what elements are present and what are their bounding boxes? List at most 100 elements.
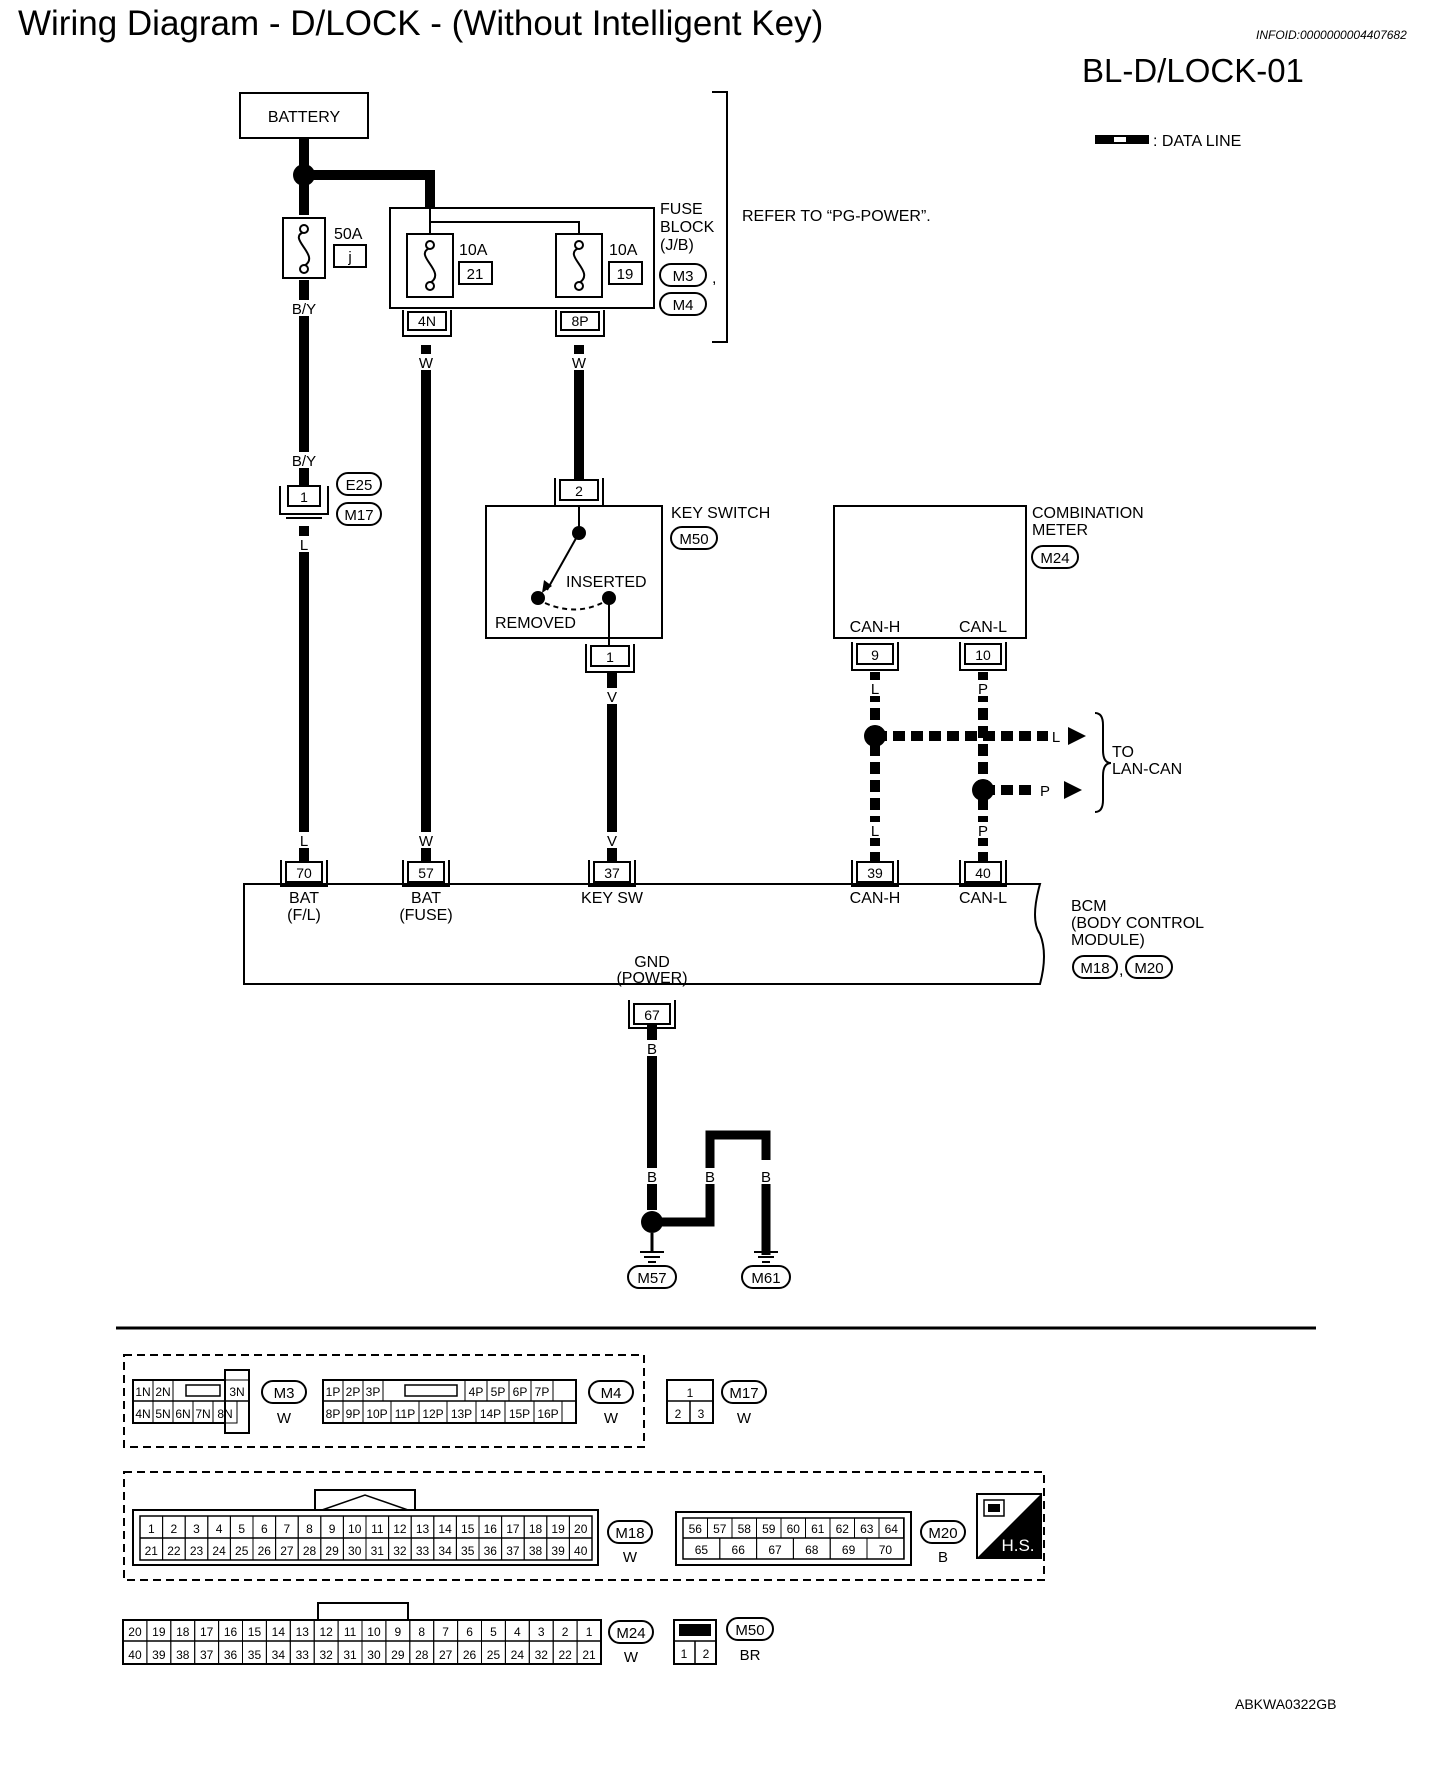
fuse-block: 10A 21 10A 19 FUSE BLOCK (J/B) M3 , M4 4… <box>389 91 931 343</box>
connector-pin-label: 29 <box>391 1648 405 1662</box>
connector-pin-label: 21 <box>582 1648 596 1662</box>
connector-pin-label: 58 <box>738 1522 752 1536</box>
bcm-pin-70-sublabel: (F/L) <box>287 907 321 924</box>
bcm-comma: , <box>1119 962 1123 979</box>
connector-pin-label: 36 <box>224 1648 238 1662</box>
combination-meter-pin-9: 9 <box>871 647 879 663</box>
connector-pin-label: 3 <box>538 1625 545 1639</box>
splice-dots <box>293 164 663 1233</box>
connector-pin-label: 7 <box>284 1522 291 1536</box>
connector-group-1 <box>123 1354 645 1448</box>
connector-pin-label: 66 <box>732 1543 746 1557</box>
key-switch-label: KEY SWITCH <box>671 505 770 522</box>
connector-pin-label: 6 <box>261 1522 268 1536</box>
fuse-50a-id: j <box>347 249 351 266</box>
connector-m18-color: W <box>623 1549 638 1566</box>
connector-pin-label: 26 <box>258 1544 272 1558</box>
connector-pin-label: 39 <box>551 1544 565 1558</box>
combination-meter-pin-10: 10 <box>975 647 991 663</box>
connector-pin-cell <box>576 1640 602 1665</box>
connector-pin-label: 28 <box>415 1648 429 1662</box>
connector-pin-label: 6N <box>175 1407 190 1421</box>
connector-pin-label: 14P <box>480 1407 501 1421</box>
connector-pin-label: 35 <box>461 1544 475 1558</box>
wire-label-l-2: L <box>300 833 308 850</box>
connector-pin-cell <box>866 1537 905 1560</box>
connector-pin-label: 67 <box>768 1543 782 1557</box>
connector-pin-label: 5 <box>490 1625 497 1639</box>
connector-pin-label: 70 <box>879 1543 893 1557</box>
hs-badge: H.S. <box>976 1493 1042 1559</box>
connector-pin-label: 33 <box>296 1648 310 1662</box>
bcm-pin-70: 70 BAT (F/L) <box>280 860 328 924</box>
key-switch-conn-m50: M50 <box>679 531 708 548</box>
wire-battery-to-fuse-block <box>304 170 435 208</box>
connector-pin-label: 15 <box>248 1625 262 1639</box>
connector-m24-id: M24 <box>616 1625 645 1642</box>
connector-pin-label: 9 <box>329 1522 336 1536</box>
fuse-block-label-1: FUSE <box>660 201 703 218</box>
connector-pin-label: 37 <box>506 1544 520 1558</box>
connector-pin-label: 20 <box>574 1522 588 1536</box>
bcm-gnd-sublabel: (POWER) <box>616 970 687 987</box>
fuse-21-id: 21 <box>467 266 484 283</box>
connector-pin-label: 13 <box>416 1522 430 1536</box>
connector-pin-label: 12 <box>319 1625 333 1639</box>
connector-pin-label: 24 <box>511 1648 525 1662</box>
connector-pin-label: 31 <box>371 1544 385 1558</box>
connector-pin-label: 40 <box>574 1544 588 1558</box>
fuse-50a-rating: 50A <box>334 226 363 243</box>
connector-m17: 1 2 3 M17 W <box>666 1379 767 1427</box>
ground-m57: M57 <box>627 1233 677 1289</box>
bcm-pin-67-number: 67 <box>644 1007 660 1023</box>
connector-pin-label: 8 <box>418 1625 425 1639</box>
connector-pin-label: 22 <box>558 1648 572 1662</box>
wire-b-jumper <box>652 1130 771 1227</box>
combination-meter-label-1: COMBINATION <box>1032 505 1144 522</box>
connector-m50-id: M50 <box>735 1622 764 1639</box>
connector-pin-label: 3 <box>193 1522 200 1536</box>
combination-meter-canl-label: CAN-L <box>959 619 1007 636</box>
connector-pin-label: 13 <box>296 1625 310 1639</box>
connector-m20-id: M20 <box>928 1525 957 1542</box>
connector-pin-label: 11 <box>344 1625 357 1639</box>
connector-pin-label: 2N <box>155 1385 170 1399</box>
connector-pin-label: 24 <box>212 1544 226 1558</box>
connector-pin-label: 38 <box>529 1544 543 1558</box>
connector-m4-color: W <box>604 1410 619 1427</box>
diagram-code: BL-D/LOCK-01 <box>1082 52 1304 89</box>
image-code: ABKWA0322GB <box>1235 1696 1337 1712</box>
combination-meter-conn-m24: M24 <box>1040 550 1069 567</box>
connector-pin-label: 60 <box>787 1522 801 1536</box>
connector-pin-label: 3N <box>229 1385 244 1399</box>
connector-pin-label: 35 <box>248 1648 262 1662</box>
connector-pin-label: 37 <box>200 1648 214 1662</box>
connector-pin-label: 23 <box>190 1544 204 1558</box>
connector-pin-label: 63 <box>860 1522 874 1536</box>
connector-m17-pin-1: 1 <box>687 1386 694 1400</box>
connector-pin-label: 2 <box>171 1522 178 1536</box>
bcm-conn-m18: M18 <box>1080 960 1109 977</box>
connector-pin-label: 36 <box>484 1544 498 1558</box>
fuse-block-conn-m3: M3 <box>673 268 694 285</box>
connector-m24-color: W <box>624 1649 639 1666</box>
refer-pg-power: REFER TO “PG-POWER”. <box>742 208 931 225</box>
connector-pin-label: 32 <box>319 1648 333 1662</box>
connector-pin-label: 10P <box>366 1407 387 1421</box>
connector-m4-id: M4 <box>601 1385 622 1402</box>
connector-pin-label: 17 <box>200 1625 214 1639</box>
wire-label-b-1: B <box>647 1041 657 1058</box>
fuse-block-bracket <box>712 91 728 343</box>
connector-pin-label: 27 <box>439 1648 453 1662</box>
can-data-lines: TO LAN-CAN L L L P P P <box>864 672 1182 865</box>
wire-label-p-lan: P <box>1040 783 1050 800</box>
connector-pin-label: 14 <box>272 1625 286 1639</box>
bcm: 70 BAT (F/L) 57 BAT (FUSE) 37 KEY SW 39 … <box>243 860 1204 1029</box>
wire-label-p-canl-2: P <box>978 823 988 840</box>
fuse-50a: 50A j <box>282 217 367 279</box>
fuse-block-conn-m4: M4 <box>673 297 694 314</box>
page-title: Wiring Diagram - D/LOCK - (Without Intel… <box>18 4 824 43</box>
